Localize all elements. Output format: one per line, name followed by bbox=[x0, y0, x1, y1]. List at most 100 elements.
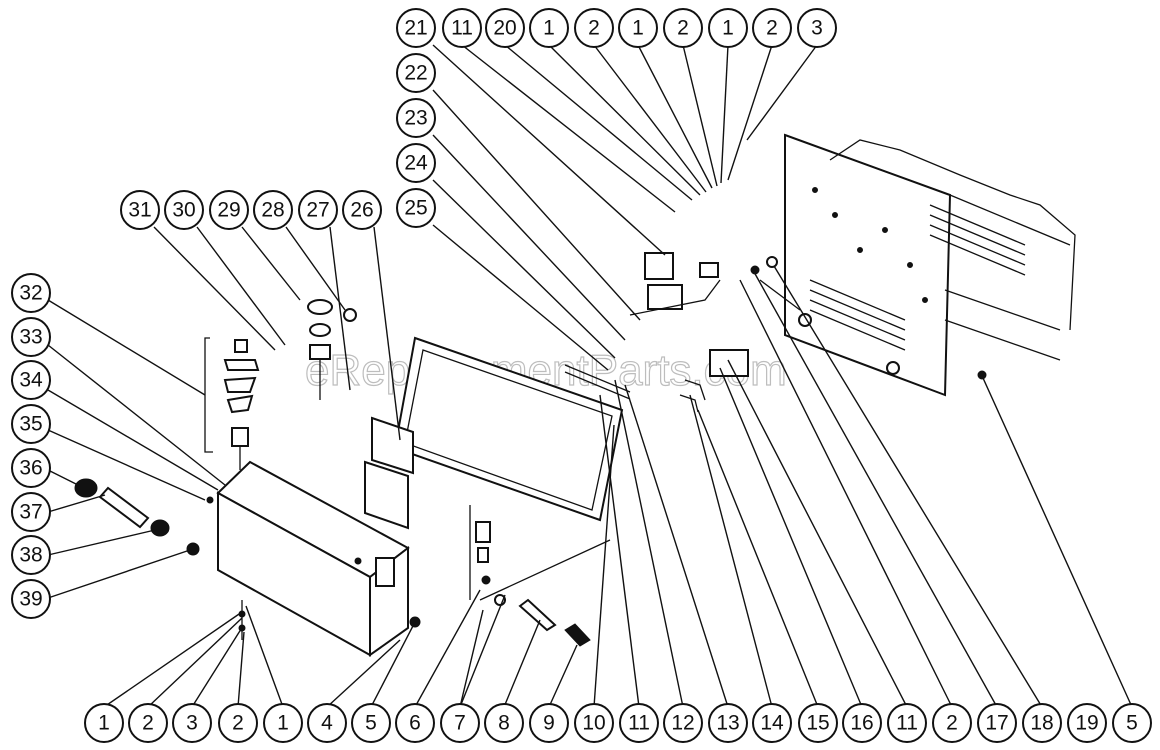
callout-label: 11 bbox=[896, 712, 918, 735]
callout: 34 bbox=[11, 360, 51, 400]
callout: 7 bbox=[440, 703, 480, 743]
callout: 6 bbox=[395, 703, 435, 743]
callout-label: 11 bbox=[628, 712, 650, 735]
callout: 26 bbox=[342, 190, 382, 230]
callout: 29 bbox=[209, 190, 249, 230]
insulation-plates bbox=[364, 416, 414, 530]
callout-label: 31 bbox=[128, 199, 151, 222]
callouts-mid-row: 31 30 29 28 27 26 bbox=[120, 190, 382, 230]
callouts-left-column: 32 33 34 35 36 37 38 39 bbox=[11, 273, 51, 619]
callout-label: 11 bbox=[451, 17, 473, 40]
callout-label: 1 bbox=[277, 712, 289, 735]
callout-label: 4 bbox=[321, 712, 333, 735]
callout: 2 bbox=[574, 8, 614, 48]
callout-label: 13 bbox=[716, 712, 739, 735]
callout: 3 bbox=[797, 8, 837, 48]
callout-label: 36 bbox=[19, 457, 42, 480]
callout-label: 1 bbox=[98, 712, 110, 735]
callout-label: 2 bbox=[588, 17, 600, 40]
callout-label: 3 bbox=[811, 17, 823, 40]
callout-label: 24 bbox=[404, 152, 428, 175]
main-housing bbox=[216, 460, 421, 657]
callout-label: 2 bbox=[766, 17, 778, 40]
callout-label: 10 bbox=[582, 712, 605, 735]
callout-label: 15 bbox=[806, 712, 829, 735]
callout: 11 bbox=[887, 703, 927, 743]
callout-label: 2 bbox=[232, 712, 244, 735]
callout: 16 bbox=[842, 703, 882, 743]
callout: 14 bbox=[752, 703, 792, 743]
callout-label: 5 bbox=[1126, 712, 1138, 735]
callout-label: 17 bbox=[985, 712, 1008, 735]
callout: 2 bbox=[218, 703, 258, 743]
callout: 19 bbox=[1067, 703, 1107, 743]
callout: 3 bbox=[172, 703, 212, 743]
callout: 17 bbox=[977, 703, 1017, 743]
callout: 27 bbox=[298, 190, 338, 230]
callouts-top-row: 11 20 1 2 1 2 1 2 3 bbox=[442, 8, 837, 48]
leader-lines bbox=[47, 44, 1133, 708]
callout: 31 bbox=[120, 190, 160, 230]
callout: 5 bbox=[351, 703, 391, 743]
callout-label: 16 bbox=[850, 712, 873, 735]
callout-label: 23 bbox=[404, 107, 427, 130]
callout-label: 2 bbox=[677, 17, 689, 40]
callout-label: 39 bbox=[19, 588, 42, 611]
callout: 2 bbox=[752, 8, 792, 48]
knob-assembly bbox=[307, 299, 357, 400]
callout: 37 bbox=[11, 492, 51, 532]
callout: 30 bbox=[164, 190, 204, 230]
callout-label: 1 bbox=[632, 17, 644, 40]
callout-label: 14 bbox=[760, 712, 784, 735]
callout-label: 2 bbox=[142, 712, 154, 735]
pipe-fittings bbox=[238, 505, 611, 647]
callout: 33 bbox=[11, 317, 51, 357]
callout-label: 38 bbox=[19, 544, 42, 567]
callout: 32 bbox=[11, 273, 51, 313]
callout: 21 bbox=[396, 8, 436, 48]
callout: 24 bbox=[396, 143, 436, 183]
callout-label: 19 bbox=[1075, 712, 1098, 735]
callouts-top-stack: 21 22 23 24 25 bbox=[396, 8, 436, 228]
callout-label: 29 bbox=[217, 199, 240, 222]
callout: 12 bbox=[663, 703, 703, 743]
callout-label: 20 bbox=[493, 17, 516, 40]
callout: 39 bbox=[11, 579, 51, 619]
callout: 22 bbox=[396, 53, 436, 93]
callout: 8 bbox=[484, 703, 524, 743]
callout: 20 bbox=[485, 8, 525, 48]
back-panel bbox=[784, 133, 1076, 397]
door-frame bbox=[393, 336, 631, 522]
callout: 4 bbox=[307, 703, 347, 743]
callout: 35 bbox=[11, 404, 51, 444]
callout-label: 6 bbox=[409, 712, 421, 735]
callouts-bottom-row: 1 2 3 2 1 4 5 6 7 8 9 10 11 12 13 14 15 … bbox=[84, 703, 1152, 743]
callout-label: 8 bbox=[498, 712, 510, 735]
callout: 1 bbox=[84, 703, 124, 743]
callout-label: 1 bbox=[722, 17, 734, 40]
callout-label: 34 bbox=[19, 369, 43, 392]
callout-label: 30 bbox=[172, 199, 195, 222]
callout: 11 bbox=[619, 703, 659, 743]
parts-drawing bbox=[74, 133, 1076, 657]
switch-stack bbox=[204, 337, 260, 470]
callout: 1 bbox=[618, 8, 658, 48]
callout-label: 32 bbox=[19, 282, 42, 305]
callout: 36 bbox=[11, 448, 51, 488]
callout: 11 bbox=[442, 8, 482, 48]
callout: 25 bbox=[396, 188, 436, 228]
callout-label: 22 bbox=[404, 62, 427, 85]
callout: 1 bbox=[263, 703, 303, 743]
callout-label: 27 bbox=[306, 199, 329, 222]
callout: 5 bbox=[1112, 703, 1152, 743]
callout-label: 28 bbox=[261, 199, 284, 222]
callout-label: 25 bbox=[404, 197, 427, 220]
callout-label: 1 bbox=[543, 17, 555, 40]
callout: 18 bbox=[1022, 703, 1062, 743]
callout-label: 2 bbox=[946, 712, 958, 735]
callout: 9 bbox=[529, 703, 569, 743]
callout: 2 bbox=[128, 703, 168, 743]
rods bbox=[679, 379, 706, 413]
callout-label: 26 bbox=[350, 199, 373, 222]
